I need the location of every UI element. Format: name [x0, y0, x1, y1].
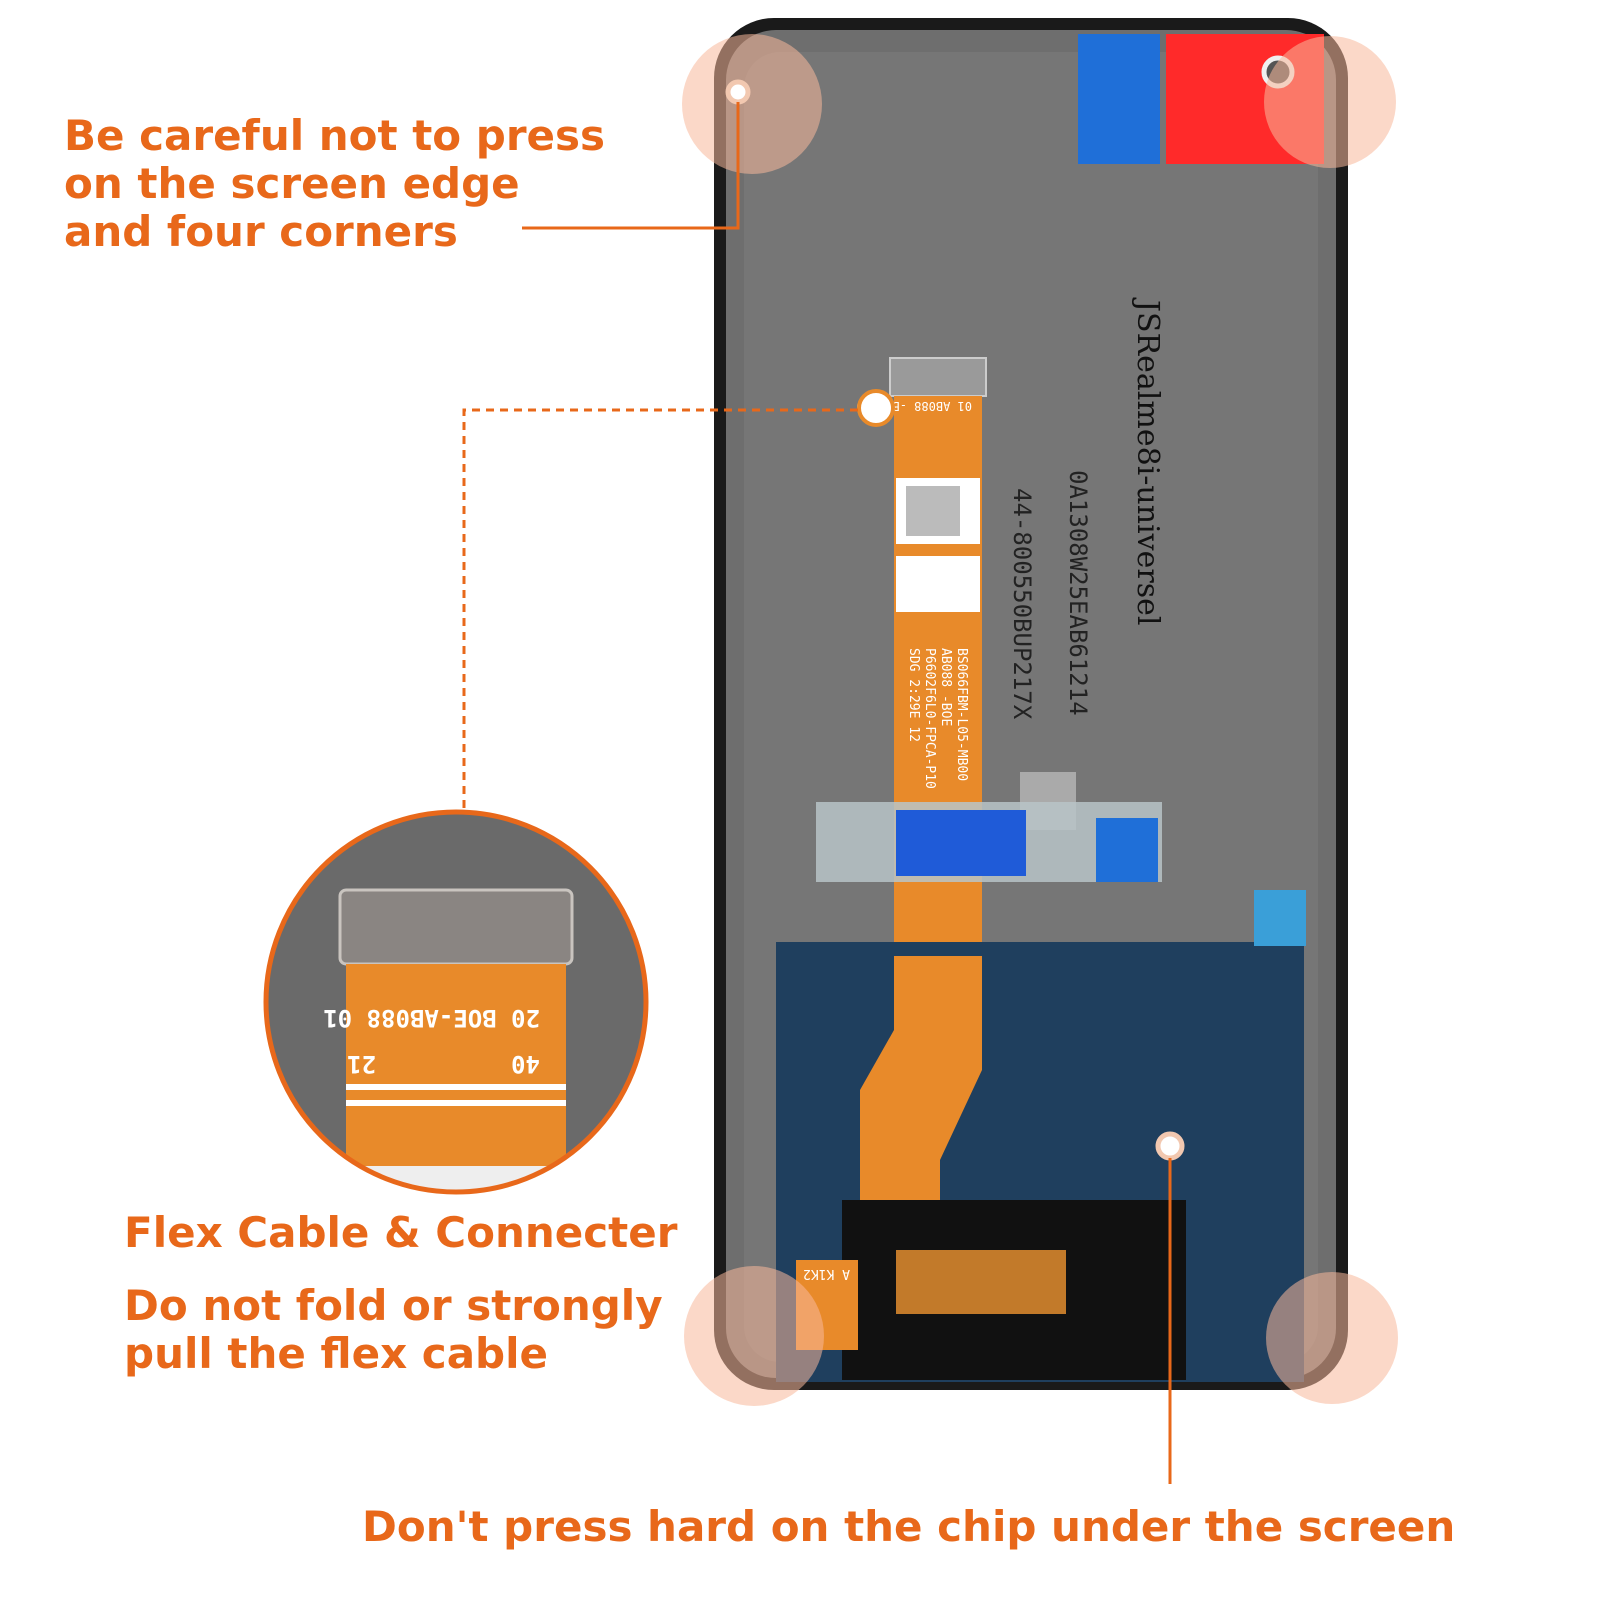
zoom-pin-left: 21 — [347, 1050, 376, 1078]
zoom-stripe-2 — [346, 1100, 566, 1106]
board-label: A K1K2 — [803, 1266, 850, 1281]
blue-corner-tab — [1254, 890, 1306, 946]
callout-line-corner — [522, 102, 740, 230]
caption-flex-warning-line-1: Do not fold or strongly — [124, 1281, 663, 1330]
blue-sticker — [1078, 34, 1160, 164]
corner-highlight-top-left — [682, 34, 822, 174]
callout-dot-flex — [857, 389, 895, 427]
callout-dot-chip — [1155, 1131, 1185, 1161]
flex-bend — [860, 956, 982, 1220]
zoom-flex — [346, 964, 566, 1192]
flex-connector-head — [889, 357, 987, 397]
flex-line-1: BS066FBM-L05-MB00 — [954, 648, 969, 781]
caption-flex-warning: Do not fold or strongly pull the flex ca… — [124, 1282, 663, 1378]
printed-serial-2: 0A1308W25EAB61214 — [1064, 470, 1092, 716]
zoom-stripe-1 — [346, 1084, 566, 1090]
caption-corners-line-3: and four corners — [64, 207, 458, 256]
caption-corners: Be careful not to press on the screen ed… — [64, 112, 605, 256]
zoom-pin-right: 40 — [511, 1050, 540, 1078]
corner-highlight-bottom-left — [684, 1266, 824, 1406]
blue-tape-right — [1096, 818, 1158, 882]
corner-highlight-bottom-right — [1266, 1272, 1398, 1404]
callout-line-flex — [462, 408, 858, 810]
board-label-group: A K1K2 — [803, 1266, 850, 1281]
callout-dot-corner — [725, 79, 751, 105]
printed-serial-1-group: 44-800550BUP217X — [1008, 488, 1036, 720]
caption-corners-line-1: Be careful not to press — [64, 111, 606, 160]
flex-line-4: SDG 2:29E 12 — [906, 648, 921, 742]
caption-flex-warning-line-2: pull the flex cable — [124, 1329, 548, 1378]
zoom-connector-head — [338, 888, 574, 966]
zoom-circle-border — [263, 809, 649, 1195]
zoom-top-text: 20 BOE-AB088 01 — [323, 1004, 540, 1032]
caption-corners-line-2: on the screen edge — [64, 159, 520, 208]
driver-chip-pads — [896, 1250, 1066, 1314]
blue-tape-left — [896, 810, 1026, 876]
printed-serial-2-group: 0A1308W25EAB61214 — [1064, 470, 1092, 716]
printed-model: JSRealme8i-universel — [1130, 297, 1165, 625]
caption-chip: Don't press hard on the chip under the s… — [362, 1502, 1456, 1551]
zoom-pin-right-group: 40 — [511, 1050, 540, 1078]
zoom-top-text-group: 20 BOE-AB088 01 — [323, 1004, 540, 1032]
printed-serial-1: 44-800550BUP217X — [1008, 488, 1036, 720]
flex-line-2: AB088 -BOE — [938, 648, 953, 726]
printed-model-group: JSRealme8i-universel — [1130, 297, 1165, 625]
flex-qr-code — [906, 486, 960, 536]
zoom-pin-left-group: 21 — [347, 1050, 376, 1078]
flex-lines-group: BS066FBM-L05-MB00 AB088 -BOE P6602F6L0-F… — [906, 648, 969, 789]
flex-line-3: P6602F6L0-FPCA-P10 — [922, 648, 937, 789]
flex-label-blank — [896, 556, 980, 612]
caption-flex-title: Flex Cable & Connecter — [124, 1208, 678, 1257]
corner-highlight-top-right — [1264, 36, 1396, 168]
zoom-connector-view: 20 BOE-AB088 01 21 40 — [266, 812, 646, 1192]
